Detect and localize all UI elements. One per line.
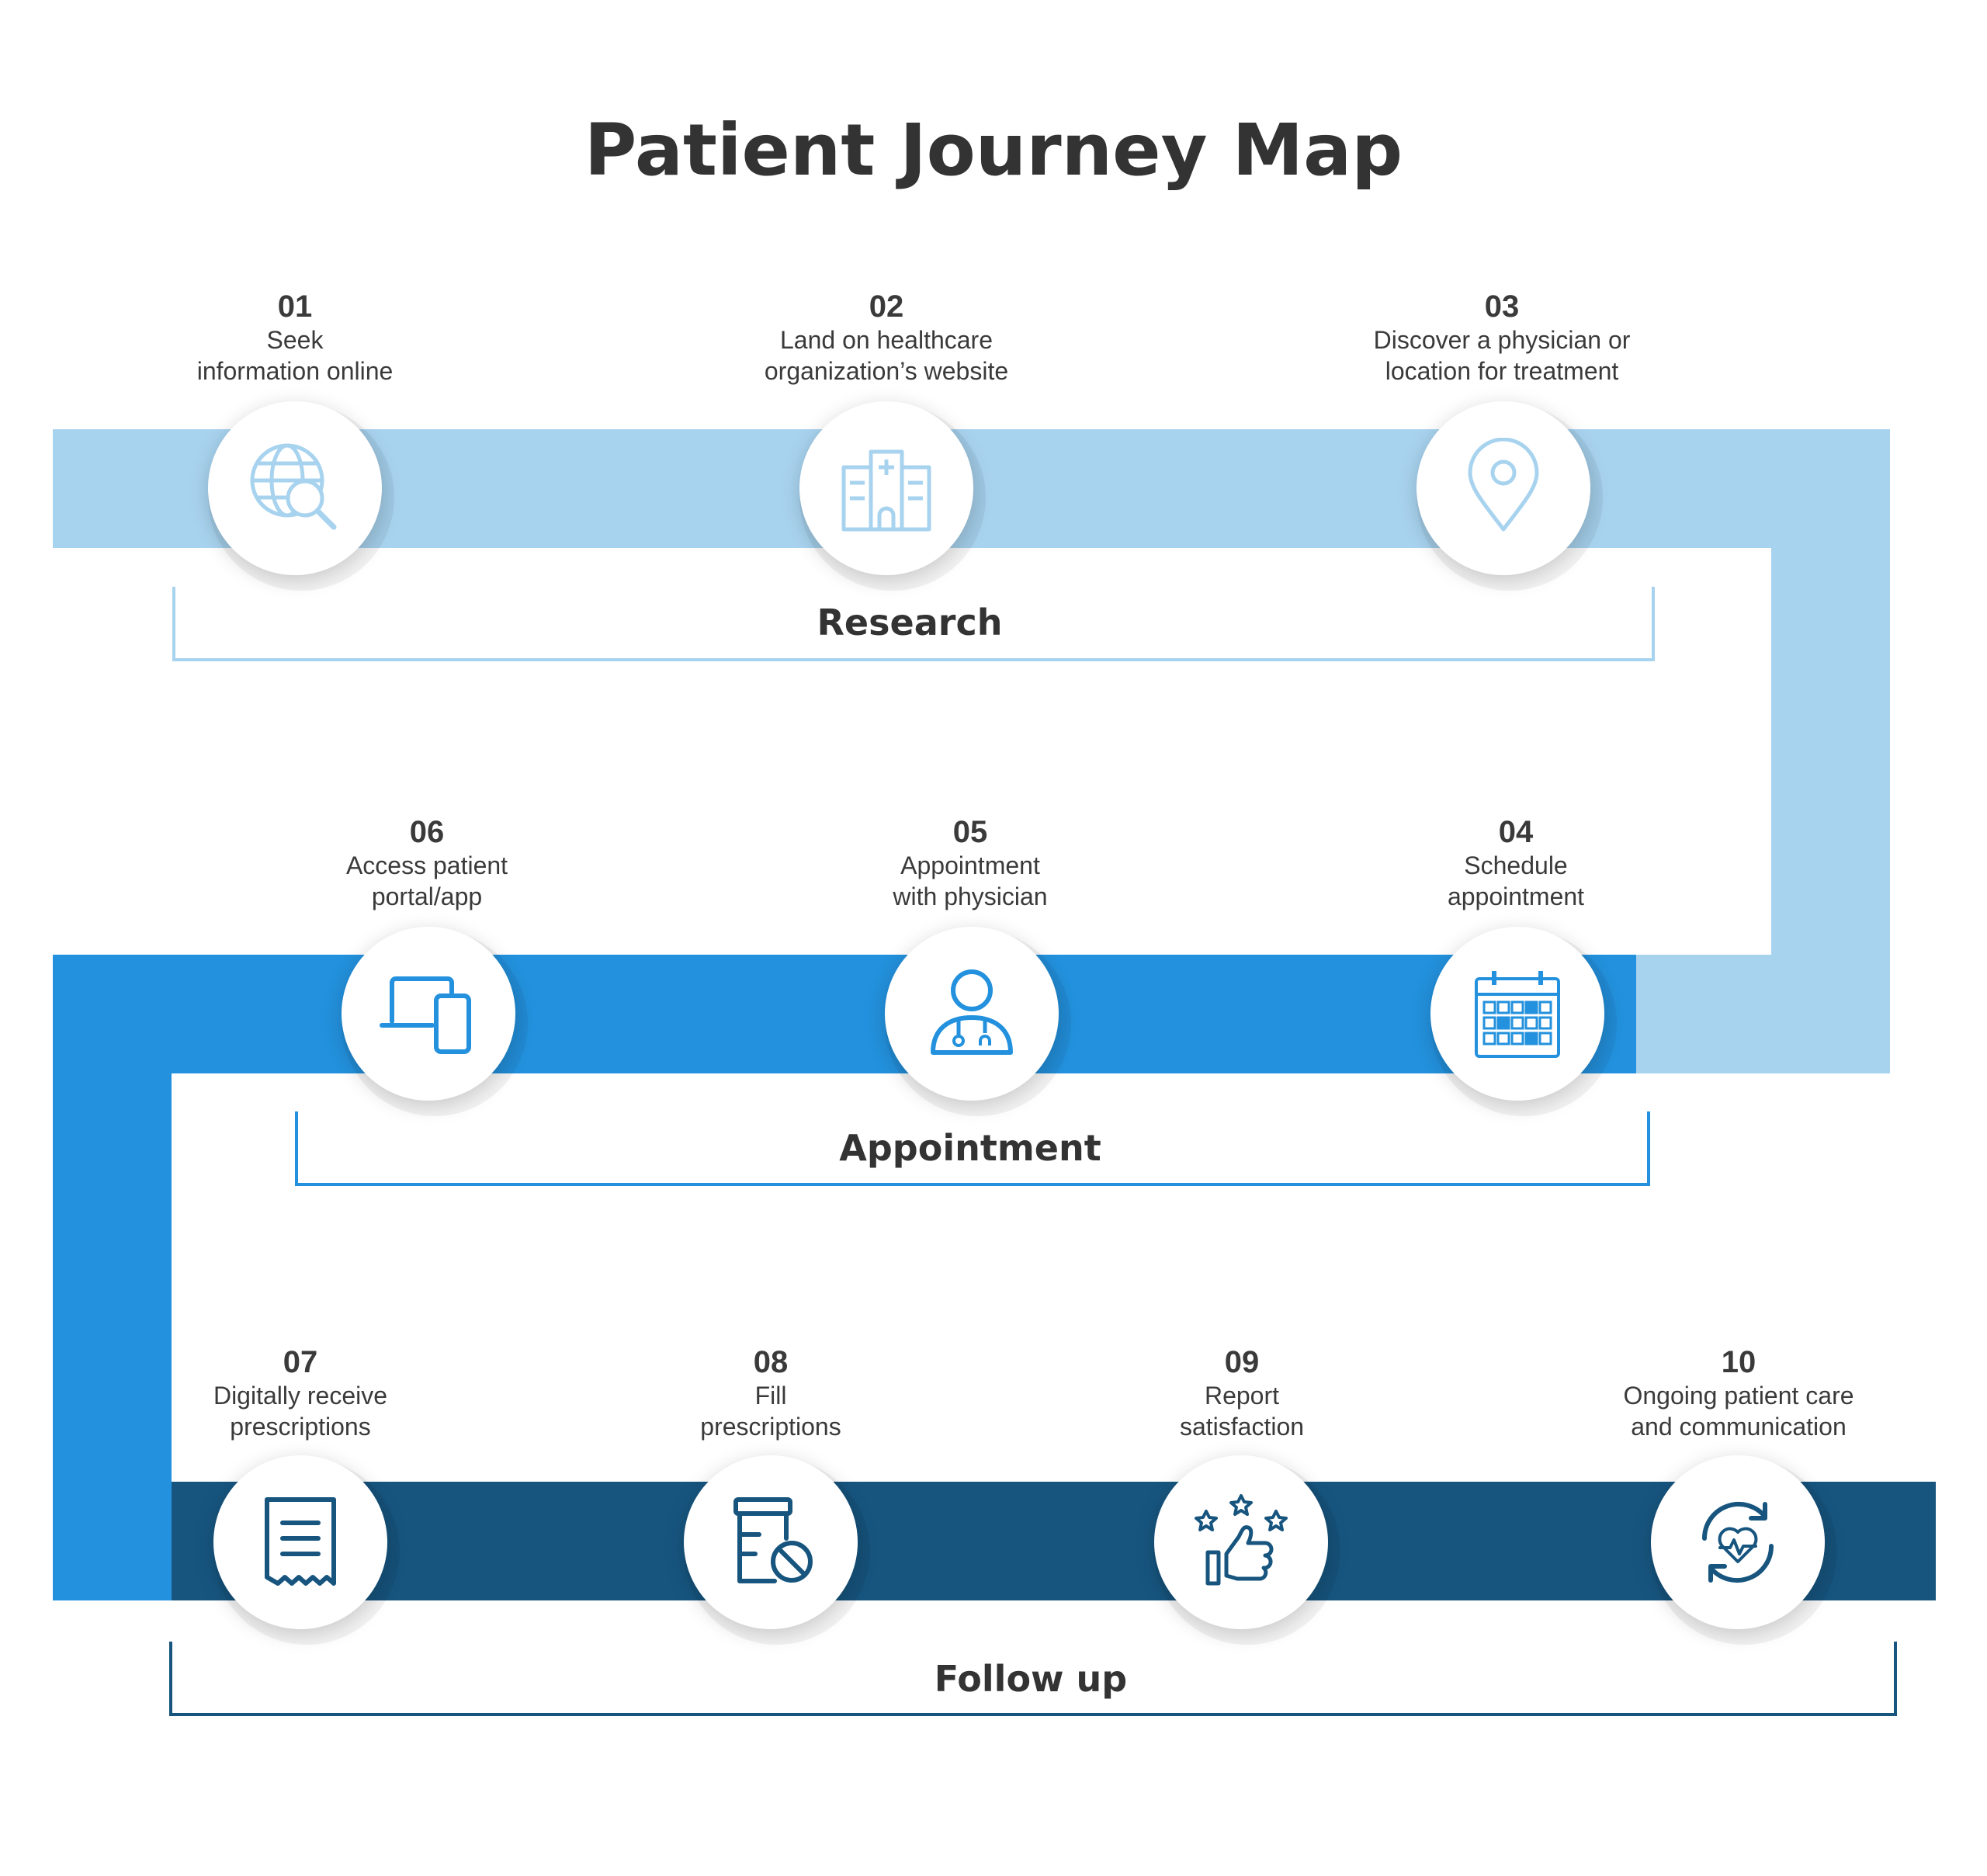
step-label: Fill prescriptions <box>700 1382 841 1441</box>
appointment-label: Appointment <box>839 1127 1101 1169</box>
step-10-node <box>1651 1455 1825 1629</box>
step-label: Schedule appointment <box>1447 851 1585 910</box>
page-title: Patient Journey Map <box>584 109 1403 192</box>
step-number: 06 <box>409 815 445 849</box>
step-label: Discover a physician or location for tre… <box>1373 326 1631 385</box>
appointment-connector <box>53 955 172 1600</box>
step-label: Ongoing patient care and communication <box>1623 1382 1854 1441</box>
step-number: 07 <box>283 1345 318 1379</box>
step-number: 04 <box>1498 815 1534 849</box>
step-03: 03 Discover a physician or location for … <box>1331 289 1673 387</box>
step-label: Access patient portal/app <box>345 851 508 910</box>
step-label: Report satisfaction <box>1179 1382 1305 1441</box>
followup-label: Follow up <box>934 1658 1128 1700</box>
step-02: 02 Land on healthcare organization’s web… <box>716 289 1057 387</box>
hospital-icon <box>841 449 931 532</box>
step-09-node <box>1154 1455 1328 1629</box>
receipt-icon <box>265 1497 336 1586</box>
step-04-node <box>1430 927 1604 1101</box>
step-08-node <box>684 1455 858 1629</box>
heart-cycle-icon <box>1701 1501 1774 1583</box>
step-07: 07 Digitally receive prescriptions <box>130 1344 471 1442</box>
location-pin-icon <box>1468 438 1539 532</box>
pill-bottle-icon <box>733 1497 813 1583</box>
followup-band <box>172 1482 1936 1600</box>
step-number: 05 <box>952 815 988 849</box>
step-label: Seek information online <box>196 326 394 385</box>
step-number: 01 <box>277 290 313 324</box>
devices-icon <box>380 976 471 1054</box>
step-number: 10 <box>1721 1345 1756 1379</box>
step-label: Land on healthcare organization’s websit… <box>764 326 1009 385</box>
step-05-node <box>885 927 1059 1101</box>
followup-bracket <box>169 1642 1897 1716</box>
step-10: 10 Ongoing patient care and communicatio… <box>1568 1344 1909 1442</box>
step-05: 05 Appointment with physician <box>799 814 1141 912</box>
calendar-icon <box>1475 971 1560 1058</box>
appointment-bracket <box>295 1111 1650 1186</box>
step-04: 04 Schedule appointment <box>1345 814 1687 912</box>
appointment-band <box>53 955 1636 1073</box>
step-09: 09 Report satisfaction <box>1071 1344 1413 1442</box>
step-03-node <box>1417 401 1590 575</box>
thumbs-up-stars-icon <box>1195 1494 1288 1586</box>
step-08: 08 Fill prescriptions <box>600 1344 941 1442</box>
step-06-node <box>342 927 515 1101</box>
globe-search-icon <box>250 443 337 530</box>
step-01: 01 Seek information online <box>124 289 466 387</box>
doctor-icon <box>931 969 1013 1055</box>
step-number: 09 <box>1224 1345 1260 1379</box>
step-label: Digitally receive prescriptions <box>213 1382 388 1441</box>
step-number: 08 <box>753 1345 789 1379</box>
step-01-node <box>208 401 382 575</box>
step-number: 02 <box>869 290 904 324</box>
step-02-node <box>799 401 973 575</box>
step-06: 06 Access patient portal/app <box>256 814 598 912</box>
step-07-node <box>213 1455 387 1629</box>
research-bracket <box>172 587 1655 661</box>
step-number: 03 <box>1484 290 1520 324</box>
step-label: Appointment with physician <box>893 851 1048 910</box>
research-label: Research <box>817 602 1003 643</box>
